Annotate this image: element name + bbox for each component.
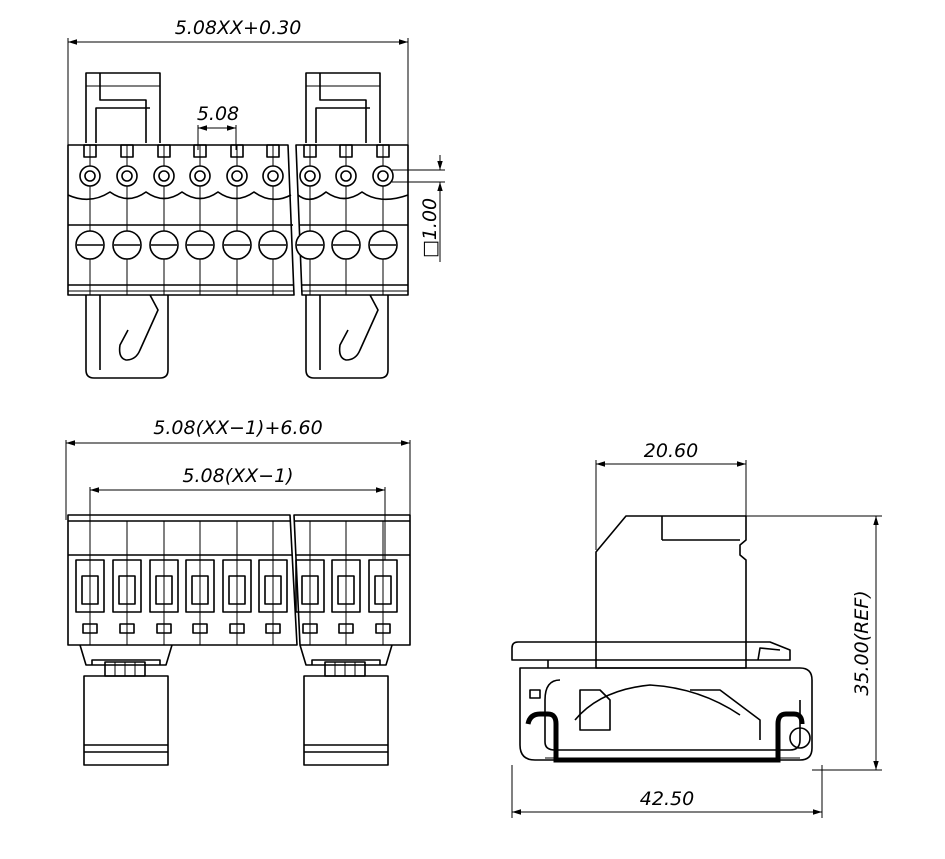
dim-front-overall: 5.08(XX−1)+6.60 bbox=[65, 417, 411, 520]
dim-top-pin-label: □1.00 bbox=[419, 198, 441, 258]
dim-side-rail-label: 42.50 bbox=[640, 788, 694, 810]
dim-top-overall-label: 5.08XX+0.30 bbox=[175, 17, 302, 39]
bottom-latch-left bbox=[85, 294, 169, 379]
dim-side-height: 35.00(REF) bbox=[746, 515, 882, 771]
front-body-right bbox=[293, 514, 411, 646]
front-view: 5.08(XX−1)+6.60 5.08(XX−1) bbox=[65, 417, 411, 766]
dim-top-pitch-label: 5.08 bbox=[197, 103, 239, 125]
side-view: 20.60 42.50 35. bbox=[511, 440, 882, 818]
top-view: 5.08XX+0.30 5.08 bbox=[67, 17, 445, 379]
top-pins bbox=[75, 144, 398, 295]
top-latch-right bbox=[305, 72, 381, 143]
front-openings bbox=[75, 521, 398, 645]
dim-side-top-label: 20.60 bbox=[644, 440, 698, 462]
dim-side-rail: 42.50 bbox=[511, 765, 823, 818]
side-plate bbox=[511, 641, 791, 661]
dim-side-top: 20.60 bbox=[595, 440, 747, 550]
side-base bbox=[519, 667, 813, 761]
top-body-left bbox=[67, 144, 295, 296]
front-latch-right bbox=[299, 644, 393, 766]
dim-top-pitch: 5.08 bbox=[197, 103, 239, 150]
dim-top-pin: □1.00 bbox=[392, 155, 445, 262]
dim-front-span-label: 5.08(XX−1) bbox=[182, 465, 293, 487]
bottom-latch-right bbox=[305, 294, 389, 379]
dim-side-height-label: 35.00(REF) bbox=[851, 590, 873, 695]
dim-front-overall-label: 5.08(XX−1)+6.60 bbox=[153, 417, 322, 439]
din-rail bbox=[525, 711, 805, 763]
top-latch-left bbox=[85, 72, 161, 143]
front-body-left bbox=[67, 514, 298, 646]
front-latch-left bbox=[79, 644, 173, 766]
side-housing-upper bbox=[595, 515, 747, 669]
dim-top-overall: 5.08XX+0.30 bbox=[67, 17, 409, 150]
